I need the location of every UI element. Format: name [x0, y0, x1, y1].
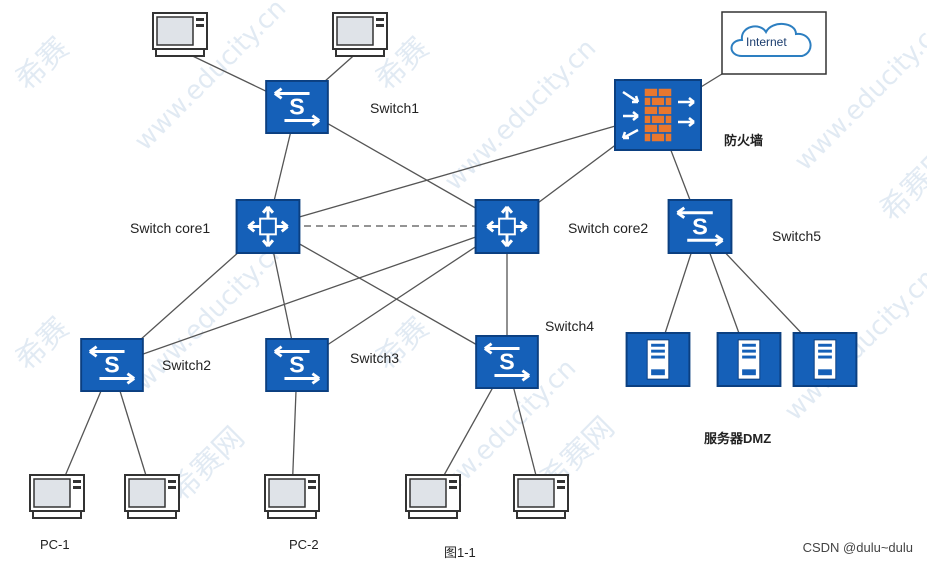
pc-icon	[405, 474, 461, 519]
switch3-icon	[264, 338, 330, 392]
switch-core2-label: Switch core2	[568, 220, 649, 236]
server-icon	[625, 332, 691, 387]
pc-icon	[513, 474, 569, 519]
pc1-label: PC-1	[40, 537, 70, 552]
firewall-label: 防火墙	[724, 133, 764, 148]
server-icon	[792, 332, 858, 387]
switch1-icon	[264, 80, 330, 134]
switch5-icon	[667, 199, 733, 254]
switch2-label: Switch2	[162, 357, 212, 373]
switch1-label: Switch1	[370, 100, 420, 116]
figure-caption: 图1-1	[444, 545, 476, 560]
switch3-label: Switch3	[350, 350, 400, 366]
pc2-label: PC-2	[289, 537, 319, 552]
core-switch2-icon	[474, 199, 540, 254]
internet-label: Internet	[746, 35, 787, 49]
switch4-label: Switch4	[545, 318, 595, 334]
link-switch1-core2	[296, 105, 508, 227]
cloud-icon	[721, 11, 827, 75]
link-core1-switch4	[267, 225, 508, 363]
pc-icon	[124, 474, 180, 519]
link-core1-firewall	[267, 113, 658, 227]
switch2-icon	[79, 338, 145, 392]
core-switch1-icon	[235, 199, 301, 254]
pc-icon	[264, 474, 320, 519]
pc-icon	[29, 474, 85, 519]
credit-text: CSDN @dulu~dulu	[802, 540, 913, 555]
pc-icon	[332, 12, 388, 57]
switch4-icon	[474, 335, 540, 389]
pc-icon	[152, 12, 208, 57]
link-core2-switch2	[111, 225, 508, 366]
dmz-label: 服务器DMZ	[704, 431, 772, 446]
switch5-label: Switch5	[772, 228, 822, 244]
link-core2-switch3	[296, 225, 508, 366]
switch-core1-label: Switch core1	[130, 220, 211, 236]
firewall-icon	[614, 79, 702, 151]
server-icon	[716, 332, 782, 387]
